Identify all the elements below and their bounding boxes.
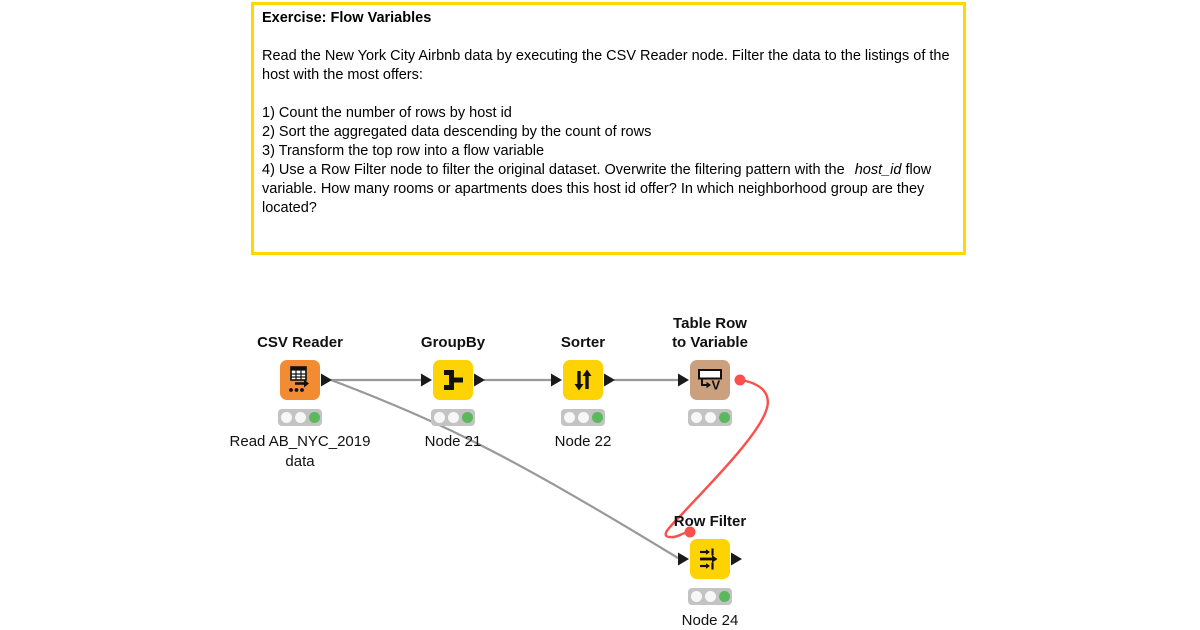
host-id-variable-text: host_id [854, 162, 902, 178]
row-filter-arrows-icon [700, 548, 718, 570]
sorter-traffic-light [561, 409, 605, 426]
row-filter-name-label: Row Filter [673, 513, 747, 530]
traffic-yellow-slot [447, 412, 459, 423]
connection-csvreader-rowfilter[interactable] [330, 378, 679, 559]
groupby-node-body[interactable] [433, 360, 473, 400]
annotation-step-4: 4) Use a Row Filter node to filter the o… [262, 161, 955, 218]
node-sorter[interactable]: Sorter Node 22 [555, 334, 612, 450]
groupby-sublabel: Node 21 [424, 433, 482, 450]
node-table-row-to-variable[interactable]: Table Row to Variable V [672, 315, 748, 426]
annotation-intro: Read the New York City Airbnb data by ex… [262, 48, 950, 83]
annotation-step-3: 3) Transform the top row into a flow var… [262, 143, 545, 159]
sorter-output-port[interactable] [604, 373, 615, 387]
groupby-merge-icon [444, 370, 463, 390]
table-row-to-variable-icon: V [698, 369, 722, 393]
traffic-yellow-slot [294, 412, 306, 423]
node-csv-reader[interactable]: CSV Reader Read AB_NYC_2019 data [230, 334, 371, 470]
row-filter-input-port[interactable] [678, 552, 689, 566]
traffic-green-slot [308, 412, 320, 423]
table-row-to-variable-input-port[interactable] [678, 373, 689, 387]
table-row-to-variable-name-label: Table Row to Variable [672, 315, 748, 351]
traffic-red-slot [690, 591, 702, 602]
svg-text:V: V [712, 378, 721, 393]
traffic-yellow-slot [704, 591, 716, 602]
traffic-red-slot [433, 412, 445, 423]
row-filter-node-body[interactable] [690, 539, 730, 579]
groupby-input-port[interactable] [421, 373, 432, 387]
annotation-step-4-text-continued: flow variable. How many rooms or apartme… [262, 162, 932, 216]
row-filter-traffic-light [688, 588, 732, 605]
traffic-green-slot [718, 412, 730, 423]
annotation-step-1: 1) Count the number of rows by host id [262, 105, 512, 121]
traffic-red-slot [280, 412, 292, 423]
groupby-name-label: GroupBy [420, 334, 486, 351]
workflow-annotation-box[interactable]: Exercise: Flow Variables Read the New Yo… [251, 2, 966, 255]
sorter-name-label: Sorter [560, 334, 606, 351]
groupby-traffic-light [431, 409, 475, 426]
table-row-to-variable-node-body[interactable]: V [690, 360, 730, 400]
traffic-red-slot [690, 412, 702, 423]
annotation-step-2: 2) Sort the aggregated data descending b… [262, 124, 652, 140]
row-filter-sublabel: Node 24 [681, 612, 739, 629]
csv-reader-output-port[interactable] [321, 373, 332, 387]
connection-flowvariable-tablerowtovariable-rowfilter[interactable] [664, 378, 769, 539]
traffic-yellow-slot [704, 412, 716, 423]
annotation-step-4-text: 4) Use a Row Filter node to filter the o… [262, 162, 845, 178]
sorter-input-port[interactable] [551, 373, 562, 387]
traffic-yellow-slot [577, 412, 589, 423]
traffic-green-slot [718, 591, 730, 602]
annotation-title: Exercise: Flow Variables [262, 10, 432, 26]
sorter-sublabel: Node 22 [554, 433, 612, 450]
sorter-node-body[interactable] [563, 360, 603, 400]
row-filter-flowvariable-input-port[interactable] [684, 526, 696, 538]
row-filter-output-port[interactable] [731, 552, 742, 566]
sort-arrows-icon [574, 369, 592, 391]
csv-reader-name-label: CSV Reader [257, 334, 343, 351]
traffic-green-slot [591, 412, 603, 423]
csv-reader-node-body[interactable] [280, 360, 320, 400]
table-with-arrow-icon [289, 366, 309, 392]
node-groupby[interactable]: GroupBy Node 21 [421, 334, 485, 450]
table-row-to-variable-traffic-light [688, 409, 732, 426]
csv-reader-traffic-light [278, 409, 322, 426]
groupby-output-port[interactable] [474, 373, 485, 387]
node-row-filter[interactable]: Row Filter Node 24 [674, 513, 747, 629]
traffic-green-slot [461, 412, 473, 423]
traffic-red-slot [563, 412, 575, 423]
csv-reader-sublabel: Read AB_NYC_2019 data [229, 433, 371, 470]
table-row-to-variable-flowvariable-output-port[interactable] [734, 374, 746, 386]
